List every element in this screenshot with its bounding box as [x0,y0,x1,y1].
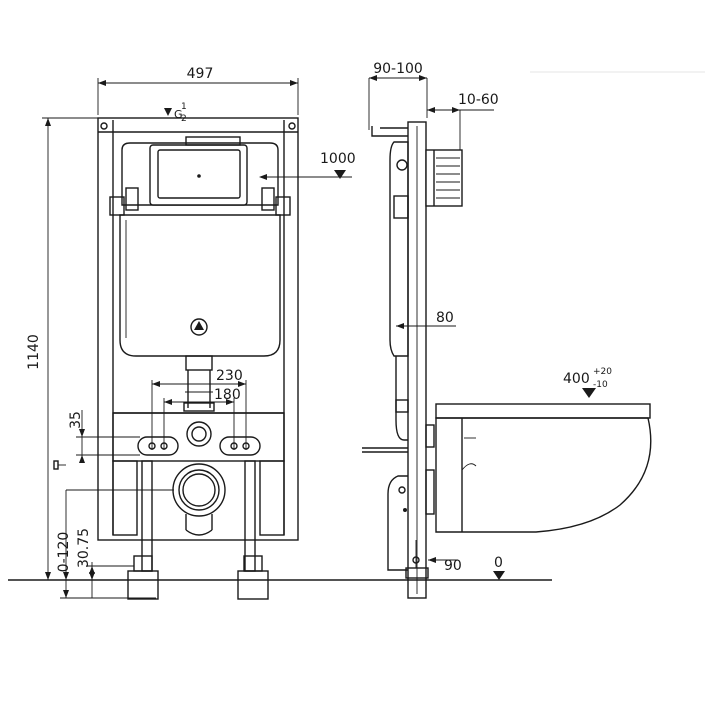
dim-width: 497 [187,66,214,82]
dim-bottom: 90 [444,558,462,574]
seat-tol-plus: +20 [593,367,612,377]
dim-inlet-230: 230 [216,368,243,384]
drain-outlet-icon [172,463,226,517]
side-view: 90-100 10-60 80 [362,61,705,599]
inlet-fraction-num: 1 [181,102,187,112]
front-frame [97,117,299,541]
flush-pipe-outlet-icon [186,421,212,447]
toilet-seat [435,403,651,419]
dim-height: 1140 [26,334,42,370]
seat-height: 400 [563,371,590,387]
dim-offset-30-75: 30.75 [76,528,92,568]
front-view: 497 G 1 2 1000 [26,66,356,600]
cistern-top [121,142,279,206]
left-foot [127,570,159,600]
flush-plate [425,149,463,207]
brand-logo-icon [190,318,208,336]
dim-inlet-180: 180 [214,387,241,403]
dim-offset-35: 35 [68,411,84,429]
dim-foot-adjust: 0-120 [56,532,72,573]
dim-wall: 10-60 [458,92,499,108]
dim-pipe: 80 [436,310,454,326]
floor-level: 0 [494,555,503,571]
right-foot [237,570,269,600]
cistern-body [119,214,281,357]
inlet-fraction-den: 2 [181,114,187,124]
side-frame [407,121,427,599]
seat-tol-minus: -10 [593,380,608,390]
dim-depth: 90-100 [373,61,423,77]
toilet-bowl [435,417,652,533]
inlet-symbol: G [174,108,183,121]
dim-inlet-height: 1000 [320,151,356,167]
